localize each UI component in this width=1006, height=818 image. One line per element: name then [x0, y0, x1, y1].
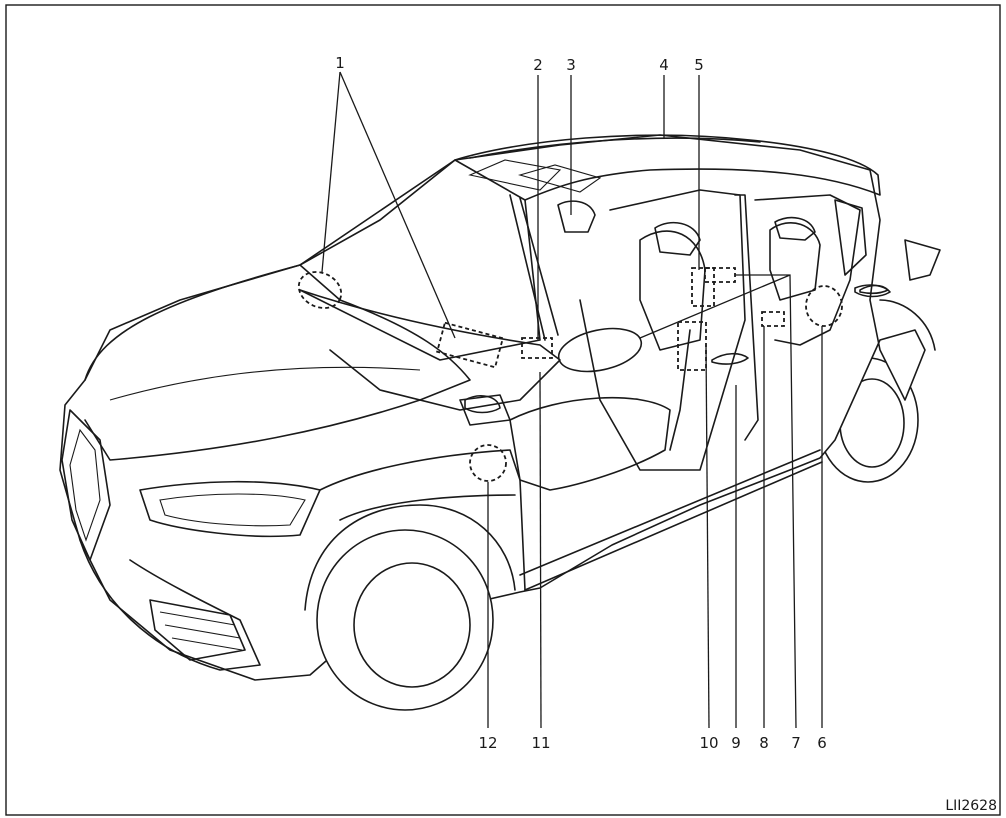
callout-1: 1 — [335, 54, 345, 72]
tail-light — [905, 240, 940, 280]
callout-2: 2 — [533, 56, 543, 74]
callout-5: 5 — [694, 56, 704, 74]
callout-8: 8 — [759, 734, 769, 752]
callout-12: 12 — [478, 734, 497, 752]
leader-1a — [322, 72, 340, 272]
vehicle-illustration — [60, 135, 940, 710]
callout-9: 9 — [731, 734, 741, 752]
callout-6: 6 — [817, 734, 827, 752]
front-tire — [317, 530, 493, 710]
callout-11: 11 — [531, 734, 550, 752]
body-side — [60, 135, 925, 680]
callout-10: 10 — [699, 734, 718, 752]
figure-code: LII2628 — [945, 798, 997, 814]
callout-3: 3 — [566, 56, 576, 74]
callout-4: 4 — [659, 56, 669, 74]
callout-7: 7 — [791, 734, 801, 752]
